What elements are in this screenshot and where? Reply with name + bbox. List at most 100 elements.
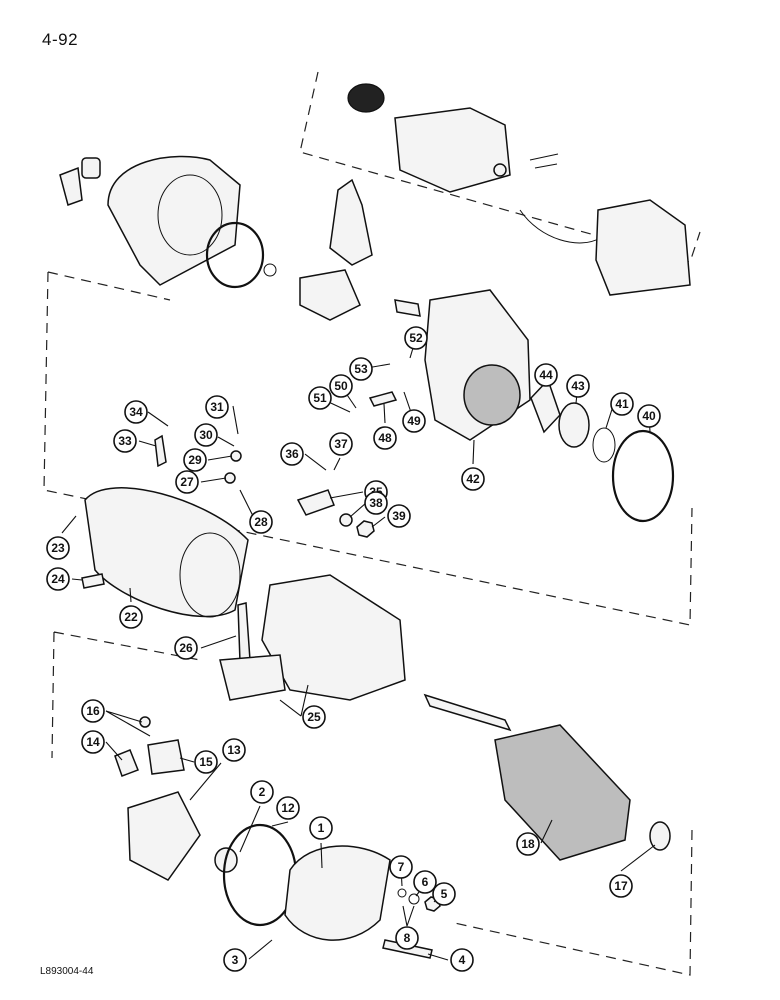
callout-circle: [183, 448, 207, 472]
callout-circle: [389, 855, 413, 879]
callout-label: 17: [614, 879, 628, 893]
page-number: 4-92: [42, 30, 79, 49]
callout-label: 30: [199, 428, 213, 442]
callout-label: 3: [232, 953, 239, 967]
group-outlines: [43, 71, 701, 976]
washer-17-part: [649, 821, 671, 851]
callout-label: 50: [334, 379, 348, 393]
callout-48: 48: [373, 426, 397, 450]
leader-24: [71, 578, 83, 581]
pole-shoe-part: [219, 654, 286, 701]
callout-label: 36: [285, 447, 299, 461]
callout-circle: [119, 605, 143, 629]
field-frame-part: [84, 487, 249, 618]
callout-circle: [516, 832, 540, 856]
callout-circle: [450, 948, 474, 972]
callout-circle: [81, 699, 105, 723]
callout-circle: [302, 705, 326, 729]
leader-39: [371, 516, 386, 528]
callout-label: 37: [334, 437, 348, 451]
callout-label: 8: [404, 931, 411, 945]
callout-circle: [46, 536, 70, 560]
callout-circle: [402, 409, 426, 433]
leader-38: [349, 502, 367, 518]
leader-26: [200, 635, 237, 649]
bearing-44-part: [530, 378, 561, 434]
leader-16: [105, 710, 151, 737]
drive-end-bore-part: [157, 174, 223, 256]
callout-38: 38: [364, 491, 388, 515]
callout-circle: [349, 357, 373, 381]
callout-circle: [461, 467, 485, 491]
callout-circle: [329, 432, 353, 456]
callout-label: 27: [180, 475, 194, 489]
callout-25: 25: [302, 705, 326, 729]
callout-circle: [175, 470, 199, 494]
callout-label: 4: [459, 953, 466, 967]
thrust-washer-part: [263, 263, 277, 277]
leader-30: [217, 436, 235, 447]
drive-housing-group-outline: [43, 271, 693, 626]
callout-15: 15: [194, 750, 218, 774]
callout-49: 49: [402, 409, 426, 433]
callout-43: 43: [566, 374, 590, 398]
armature-shaft-part: [423, 693, 512, 732]
callout-14: 14: [81, 730, 105, 754]
washer-6-part: [408, 893, 420, 905]
callout-label: 16: [86, 704, 100, 718]
housing-o-ring-part: [205, 221, 265, 289]
callout-50: 50: [329, 374, 353, 398]
washer-27-part: [224, 472, 236, 484]
callout-label: 40: [642, 409, 656, 423]
callout-circle: [413, 870, 437, 894]
callout-label: 53: [354, 362, 368, 376]
callout-18: 18: [516, 832, 540, 856]
callout-3: 3: [223, 948, 247, 972]
callout-33: 33: [113, 429, 137, 453]
callout-circle: [610, 392, 634, 416]
callout-12: 12: [276, 796, 300, 820]
callout-label: 33: [118, 434, 132, 448]
leader-35: [329, 491, 364, 499]
callout-label: 22: [124, 610, 138, 624]
callout-label: 13: [227, 743, 241, 757]
solenoid-group-outline: [299, 71, 701, 263]
callout-label: 1: [318, 821, 325, 835]
shift-lever-part: [329, 178, 373, 266]
brush-plate-13-part: [127, 791, 201, 881]
callout-label: 51: [313, 391, 327, 405]
screw-16-part: [139, 716, 151, 728]
callout-34: 34: [124, 400, 148, 424]
leader-25: [279, 684, 309, 717]
solenoid-boot-part: [347, 83, 385, 113]
callout-label: 14: [86, 735, 100, 749]
drive-pinion-part: [299, 269, 361, 321]
leader-37: [333, 457, 341, 471]
callouts: 1 2 3 4 5 6 7 8 12 13 14 15 16 17 18 22 …: [46, 326, 661, 972]
callout-17: 17: [609, 874, 633, 898]
callout-label: 39: [392, 509, 406, 523]
washer-7-part: [397, 888, 407, 898]
leader-22: [129, 587, 132, 603]
callout-8: 8: [395, 926, 419, 950]
callout-label: 24: [51, 572, 65, 586]
leader-4: [427, 953, 449, 961]
callout-label: 2: [259, 785, 266, 799]
callout-circle: [364, 491, 388, 515]
callout-24: 24: [46, 567, 70, 591]
callout-circle: [46, 567, 70, 591]
leader-48: [383, 403, 386, 424]
leader-18: [540, 819, 553, 844]
armature-core-18-part: [494, 724, 631, 861]
callout-6: 6: [413, 870, 437, 894]
solenoid-terminal-part: [493, 163, 507, 177]
callout-circle: [395, 926, 419, 950]
callout-circle: [124, 400, 148, 424]
callout-label: 15: [199, 755, 213, 769]
callout-circle: [222, 738, 246, 762]
callout-label: 48: [378, 431, 392, 445]
callout-1: 1: [309, 816, 333, 840]
callout-circle: [250, 780, 274, 804]
